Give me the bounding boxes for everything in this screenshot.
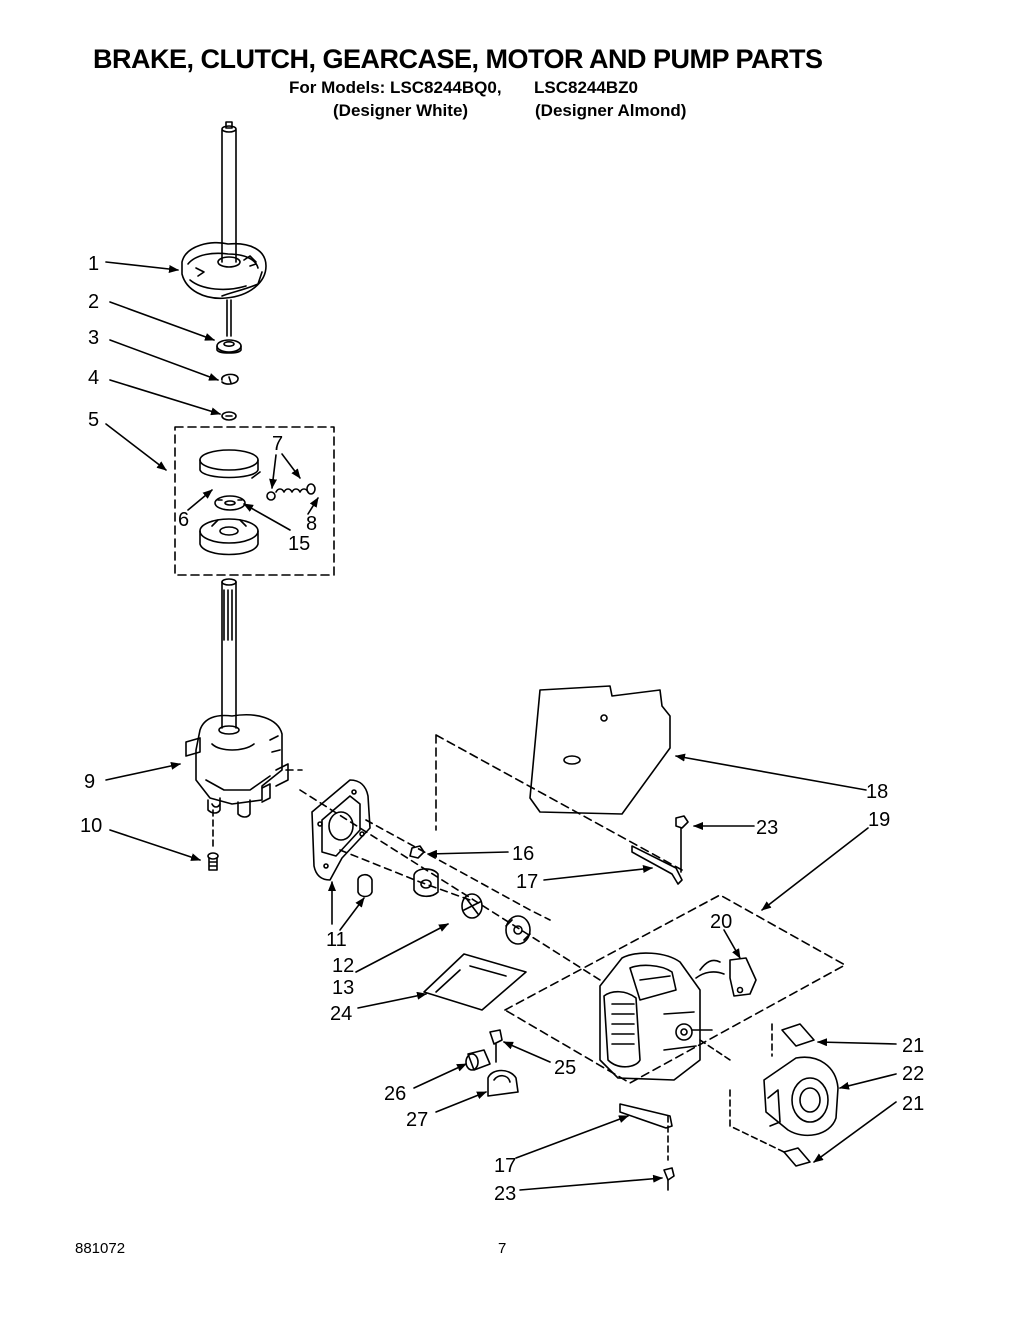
callout-10: 10 bbox=[80, 815, 102, 837]
callout-25: 25 bbox=[554, 1057, 576, 1079]
callout-23-bottom: 23 bbox=[494, 1183, 516, 1205]
snap-ring-part-4 bbox=[221, 411, 237, 421]
model-number-2: LSC8244BZ0 bbox=[534, 78, 638, 97]
retaining-ring-part-3 bbox=[221, 373, 239, 385]
callout-5: 5 bbox=[88, 409, 99, 431]
callout-22: 22 bbox=[902, 1063, 924, 1085]
page-title: BRAKE, CLUTCH, GEARCASE, MOTOR AND PUMP … bbox=[93, 44, 823, 74]
callout-1: 1 bbox=[88, 253, 99, 275]
document-number: 881072 bbox=[75, 1240, 126, 1257]
pin-part-8 bbox=[266, 491, 276, 501]
screw-part-25 bbox=[489, 1029, 503, 1063]
callout-21-lower: 21 bbox=[902, 1093, 924, 1115]
callout-13: 13 bbox=[332, 977, 354, 999]
clamp-part-27 bbox=[487, 1069, 519, 1097]
bolt-part-12 bbox=[357, 873, 373, 898]
connector-part-20 bbox=[695, 957, 757, 997]
brake-cam-part-1 bbox=[181, 241, 267, 299]
gearcase-part-9 bbox=[185, 714, 289, 818]
page-number: 7 bbox=[498, 1240, 507, 1257]
motor-group-box bbox=[504, 894, 846, 1084]
motor-shield-part-18 bbox=[529, 685, 671, 815]
bushing-part-26 bbox=[465, 1049, 491, 1071]
pad-part-24 bbox=[423, 953, 527, 1011]
clutch-group-box bbox=[174, 426, 335, 576]
screw-part-23-bottom bbox=[663, 1167, 675, 1191]
models-line: For Models: LSC8244BQ0, LSC8244BZ0 bbox=[289, 78, 638, 98]
callout-numbers: 1 2 3 4 5 6 7 8 15 9 10 11 12 13 24 16 1… bbox=[80, 253, 924, 1205]
callout-26: 26 bbox=[384, 1083, 406, 1105]
callout-6: 6 bbox=[178, 509, 189, 531]
strap-part-17-lower bbox=[619, 1103, 673, 1161]
mounting-plate-part-11 bbox=[311, 779, 371, 881]
callout-17-top: 17 bbox=[516, 871, 538, 893]
leader-lines bbox=[105, 261, 897, 1191]
callout-8: 8 bbox=[306, 513, 317, 535]
top-shaft bbox=[221, 121, 237, 263]
nut-part-16 bbox=[409, 845, 425, 859]
callout-19: 19 bbox=[868, 809, 890, 831]
callout-9: 9 bbox=[84, 771, 95, 793]
washer-part-2 bbox=[216, 339, 242, 354]
splined-shaft bbox=[221, 578, 237, 729]
axis-guide-line bbox=[285, 769, 601, 981]
clutch-band-part-5 bbox=[199, 449, 261, 479]
variants-line: (Designer White) (Designer Almond) bbox=[333, 101, 686, 121]
pump-part-22 bbox=[763, 1056, 839, 1137]
callout-3: 3 bbox=[88, 327, 99, 349]
callout-16: 16 bbox=[512, 843, 534, 865]
callout-21-upper: 21 bbox=[902, 1035, 924, 1057]
callout-27: 27 bbox=[406, 1109, 428, 1131]
coupler-part bbox=[413, 868, 439, 898]
screw-part-23-top bbox=[675, 815, 689, 873]
clip-part-21-lower bbox=[729, 1089, 811, 1167]
callout-20: 20 bbox=[710, 911, 732, 933]
clip-part-17-top bbox=[631, 845, 683, 885]
bolt-part-10 bbox=[207, 852, 219, 871]
variant-almond: (Designer Almond) bbox=[535, 101, 687, 120]
callout-24: 24 bbox=[330, 1003, 352, 1025]
variant-white: (Designer White) bbox=[333, 101, 469, 120]
models-label: For Models: LSC8244BQ0, bbox=[289, 78, 502, 97]
callout-17-bottom: 17 bbox=[494, 1155, 516, 1177]
motor-part-19 bbox=[599, 952, 731, 1081]
clutch-pulley bbox=[199, 518, 259, 556]
callout-15: 15 bbox=[288, 533, 310, 555]
callout-18: 18 bbox=[866, 781, 888, 803]
callout-23-top: 23 bbox=[756, 817, 778, 839]
callout-11: 11 bbox=[326, 929, 347, 951]
clutch-ring-part-15 bbox=[214, 495, 246, 511]
callout-12: 12 bbox=[332, 955, 354, 977]
callout-4: 4 bbox=[88, 367, 99, 389]
coupling-hub bbox=[505, 915, 531, 945]
clip-part-21-upper bbox=[771, 1023, 815, 1057]
connecting-rod bbox=[226, 299, 232, 337]
callout-7: 7 bbox=[272, 433, 283, 455]
spring-part-7 bbox=[275, 483, 316, 495]
callout-2: 2 bbox=[88, 291, 99, 313]
